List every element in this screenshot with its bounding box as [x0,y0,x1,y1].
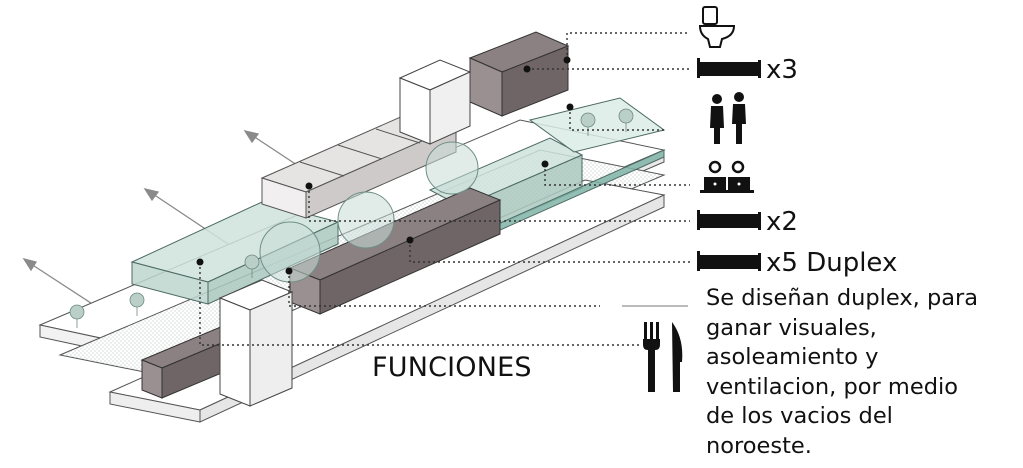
bed-icon [697,58,761,78]
marker-dots [196,56,574,275]
toilet-icon [698,6,736,48]
diagram-title: FUNCIONES [372,352,532,383]
bed-icon-duplex [697,251,761,271]
void-spheres [259,141,479,283]
description-line: de los vacios del [706,403,893,429]
bed-icon-middle [697,210,761,230]
description-line: Se diseñan duplex, para [706,285,979,311]
description-line: ventilacion, por medio [706,373,958,400]
trees [69,108,634,328]
cutlery-icon [643,322,683,392]
people-icon [710,92,746,144]
description-line: asoleamiento y [706,344,879,370]
bed-count-upper: x3 [766,55,798,85]
description-line: ganar visuales, [706,314,877,341]
description-line: noroeste. [706,432,812,459]
leader-lines [199,32,690,346]
bed-count-duplex: x5 Duplex [766,248,898,278]
circulation-cores [218,59,472,407]
workstation-icon [700,160,754,193]
description-text: Se diseñan duplex, para ganar visuales, … [706,284,1016,461]
bed-count-middle: x2 [766,207,798,237]
